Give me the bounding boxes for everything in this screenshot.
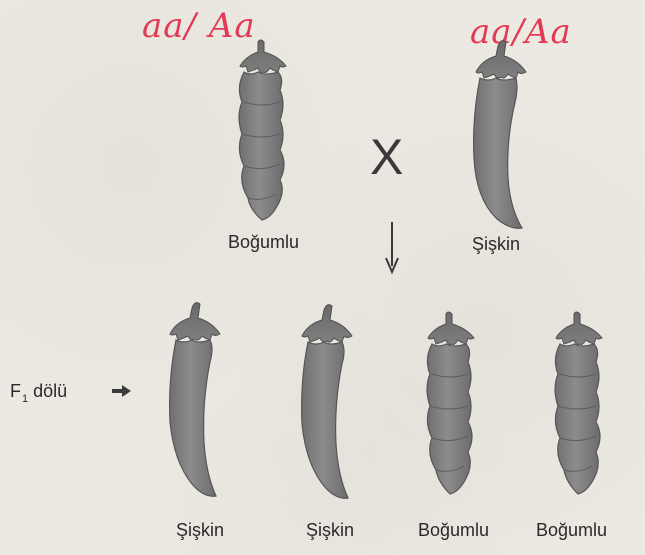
parent-pod-constricted (238, 39, 287, 221)
f1-letter: F (10, 381, 21, 401)
f1-suffix: dölü (33, 381, 68, 401)
f1-subscript: 1 (22, 393, 29, 405)
offspring-pod-constricted-2 (554, 311, 603, 495)
offspring-pod-constricted-1 (426, 311, 475, 495)
offspring-pod-inflated-1 (169, 302, 221, 497)
parent-pod-inflated (473, 40, 527, 229)
f1-generation-label: F1 dölü (10, 381, 68, 405)
down-arrow-icon (385, 222, 399, 275)
cross-symbol: X (370, 129, 404, 185)
offspring-label-2: Şişkin (306, 520, 355, 540)
offspring-label-3: Boğumlu (418, 520, 490, 540)
parent-label-inflated: Şişkin (472, 234, 521, 254)
offspring-pod-inflated-2 (301, 304, 353, 499)
offspring-label-4: Boğumlu (536, 520, 608, 540)
offspring-label-1: Şişkin (176, 520, 225, 540)
handwritten-annotation-left: aa/ Aa (142, 6, 256, 46)
parent-label-constricted: Boğumlu (228, 232, 300, 252)
right-arrow-icon (112, 385, 131, 397)
handwritten-annotation-right: aa/Aa (470, 12, 572, 52)
